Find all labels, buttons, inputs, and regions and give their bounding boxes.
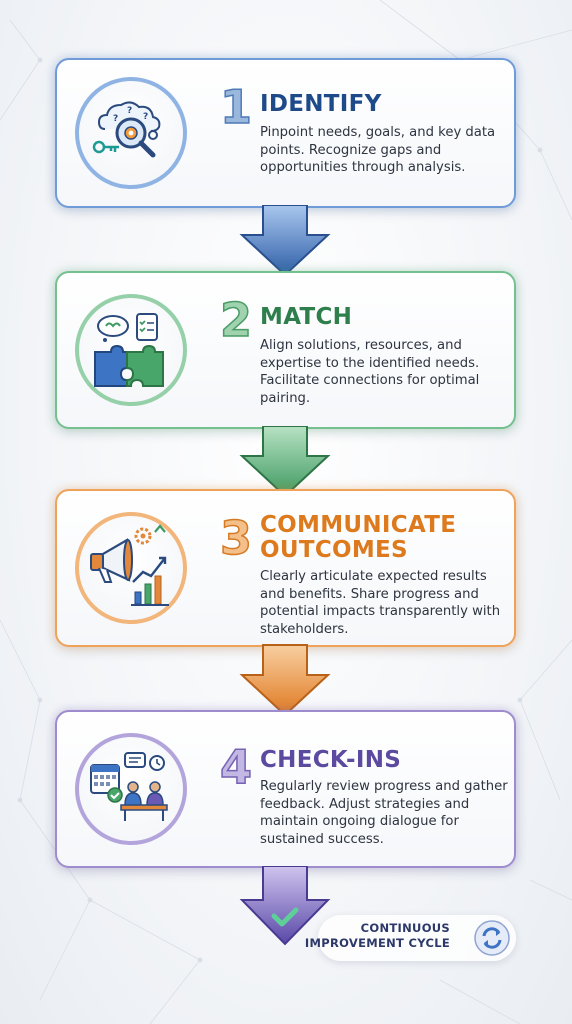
- step-4-title: CHECK-INS: [260, 747, 402, 773]
- step-1-description: Pinpoint needs, goals, and key data poin…: [260, 125, 496, 175]
- svg-text:?: ?: [113, 114, 118, 124]
- step-2-number: 2: [219, 293, 253, 347]
- step-1-icon-circle: ? ? ?: [75, 77, 187, 189]
- cycle-label: CONTINUOUS IMPROVEMENT CYCLE: [305, 921, 450, 951]
- down-arrow-3-icon: [239, 644, 331, 717]
- down-arrow-1-icon: [239, 205, 331, 277]
- calendar-meeting-timer-icon: [90, 752, 168, 821]
- step-3-title-line2: OUTCOMES: [260, 537, 408, 563]
- down-arrow-4-icon: [239, 866, 331, 946]
- step-1-card: ? ? ? 1 IDENTIFY Pinpoint needs, goals, …: [55, 58, 516, 208]
- step-2-title: MATCH: [260, 304, 353, 330]
- step-1-number: 1: [219, 80, 253, 134]
- cycle-label-line1: CONTINUOUS: [360, 921, 450, 935]
- step-1-title: IDENTIFY: [260, 91, 382, 117]
- step-3-title-line1: COMMUNICATE: [260, 512, 457, 538]
- step-3-number: 3: [219, 511, 253, 565]
- step-4-icon-circle: [75, 733, 187, 845]
- svg-text:?: ?: [143, 112, 148, 122]
- down-arrow-2-icon: [239, 426, 331, 498]
- step-3-card: 3 COMMUNICATE OUTCOMES Clearly articulat…: [55, 489, 516, 647]
- puzzle-brain-checklist-icon: [94, 313, 164, 387]
- cloud-magnifier-gear-key-icon: ? ? ?: [92, 101, 161, 158]
- step-2-card: 2 MATCH Align solutions, resources, and …: [55, 271, 516, 429]
- step-3-title: COMMUNICATE OUTCOMES: [260, 513, 456, 563]
- svg-text:?: ?: [127, 106, 132, 116]
- step-3-description: Clearly articulate expected results and …: [260, 569, 501, 637]
- step-2-icon-circle: [75, 294, 187, 406]
- step-2-description: Align solutions, resources, and expertis…: [260, 338, 480, 406]
- continuous-improvement-badge: CONTINUOUS IMPROVEMENT CYCLE: [305, 915, 516, 961]
- step-4-number: 4: [219, 740, 253, 794]
- step-3-icon-circle: [75, 512, 187, 624]
- megaphone-growth-chart-icon: [90, 524, 169, 606]
- step-4-card: 4 CHECK-INS Regularly review progress an…: [55, 710, 516, 868]
- cycle-label-line2: IMPROVEMENT CYCLE: [304, 936, 450, 950]
- refresh-cycle-icon: [474, 920, 510, 956]
- step-4-description: Regularly review progress and gather fee…: [260, 779, 508, 847]
